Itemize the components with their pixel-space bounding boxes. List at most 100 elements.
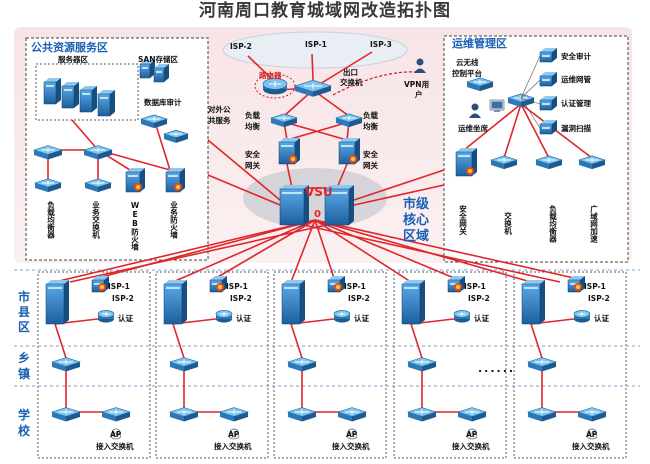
vpn-tunnel (332, 71, 419, 96)
ops-uplink (353, 184, 445, 206)
county-to-town (54, 323, 67, 359)
gw-right-label-1: 安全 (363, 150, 378, 159)
ops-link (520, 103, 550, 159)
isp-router (262, 78, 288, 95)
school-switch-1 (51, 407, 81, 422)
county-core-2 (163, 280, 187, 325)
county-isp-fw-1 (91, 276, 109, 293)
gw-right (338, 138, 360, 165)
branch-2-isp1-label: ISP-1 (226, 282, 248, 291)
core-to-county (172, 219, 316, 283)
router-label: 路由器 (259, 71, 282, 80)
branch-box-3 (273, 271, 387, 459)
auth-mgmt-label: 认证管理 (561, 99, 591, 108)
school-ap-3 (346, 428, 358, 440)
pub-switch-label: 业务交换机 (91, 201, 101, 239)
branch-3-isp2-label: ISP-2 (348, 294, 370, 303)
town-switch-5 (527, 357, 557, 372)
vsu-core-left (279, 185, 309, 226)
branch-4-ap-label: AP (466, 430, 478, 439)
pub-core-switch (33, 145, 63, 160)
ext-service-switch (163, 129, 189, 143)
branch-2-access-label: 接入交换机 (214, 442, 252, 451)
school-ap-1 (110, 428, 122, 440)
county-router-3 (333, 310, 351, 323)
isp2-label: ISP-2 (230, 42, 252, 51)
vuln-scan-label: 漏洞扫描 (561, 124, 591, 133)
school-switch-3 (287, 407, 317, 422)
branch-1-isp2-label: ISP-2 (112, 294, 134, 303)
county-isp-fw-2 (209, 276, 227, 293)
branch-box-5 (513, 271, 627, 459)
side-school-2: 校 (18, 424, 31, 438)
branch-1-auth-label: 认证 (118, 314, 133, 323)
security-audit-line (520, 55, 541, 99)
town-switch-4 (407, 357, 437, 372)
core-to-county (289, 221, 561, 283)
branch-5-isp2-label: ISP-2 (588, 294, 610, 303)
pub-lb-label: 负载均衡器 (46, 201, 56, 239)
ops-link (520, 103, 593, 159)
ops-seat-pc (489, 99, 505, 112)
lb-left-label-1: 负载 (245, 111, 260, 120)
ops-uplink (353, 169, 445, 201)
ops-nms-line (520, 79, 541, 99)
db-audit-label: 数据库审计 (144, 98, 182, 107)
branch-5-isp1-label: ISP-1 (584, 282, 606, 291)
core-to-county (314, 219, 455, 279)
wan-accel-label: 广域网加速 (589, 205, 599, 243)
branch-5-access-label: 接入交换机 (572, 442, 610, 451)
branch-4-isp2-label: ISP-2 (468, 294, 490, 303)
server-rack-2 (61, 82, 79, 109)
school-access-4 (457, 407, 487, 422)
county-router-2 (215, 310, 233, 323)
isp1-label: ISP-1 (305, 40, 327, 49)
branch-4-isp1-label: ISP-1 (464, 282, 486, 291)
pub-link (153, 118, 171, 171)
branch-box-2 (155, 271, 269, 459)
ops-switch (490, 155, 518, 170)
vpn-label-2: 户 (415, 90, 423, 99)
cloud-platform-label-2: 控制平台 (452, 69, 482, 78)
external-service-label-2: 共服务 (208, 116, 231, 125)
branch-1-access-label: 接入交换机 (96, 442, 134, 451)
isp-link (247, 55, 276, 83)
core-link (286, 121, 350, 141)
school-ap-4 (466, 428, 478, 440)
county-core-1 (45, 280, 69, 325)
branch-box-4 (393, 271, 507, 459)
server-rack-1 (43, 78, 61, 105)
vsu-core-right (324, 185, 354, 226)
side-school-1: 学 (18, 408, 31, 422)
ops-nms-server (539, 72, 557, 87)
county-to-town (172, 323, 185, 359)
lb-left-label-2: 均衡 (245, 122, 260, 131)
core-to-county (290, 219, 316, 283)
county-to-town (530, 323, 543, 359)
isp-link (319, 51, 373, 85)
core-to-county (215, 219, 316, 279)
server-rack-3 (79, 86, 97, 113)
auth-mgmt-server (539, 96, 557, 111)
vsu-sub-label: 0 (314, 209, 321, 220)
core-zone-label-1: 市级 (403, 197, 430, 212)
ops-gw-label: 安全网关 (458, 205, 468, 235)
vuln-scan-server (539, 120, 557, 135)
branch-1-isp1-label: ISP-1 (108, 282, 130, 291)
san-storage-2 (153, 64, 169, 83)
security-audit-label: 安全审计 (561, 52, 591, 61)
pub-link (71, 119, 99, 151)
county-to-town (290, 323, 303, 359)
external-service-label-1: 对外公 (208, 105, 231, 114)
branch-2-ap-label: AP (228, 430, 240, 439)
county-router-5 (573, 310, 591, 323)
public-zone-title: 公共资源服务区 (31, 41, 108, 54)
branch-4-access-label: 接入交换机 (452, 442, 490, 451)
county-isp-fw-4 (447, 276, 465, 293)
server-area-box (35, 63, 139, 121)
server-rack-4 (97, 90, 115, 117)
ops-link (463, 103, 522, 151)
county-core-3 (281, 280, 305, 325)
biz-firewall-label: 业务防火墙 (169, 201, 179, 239)
gw-left (278, 138, 300, 165)
